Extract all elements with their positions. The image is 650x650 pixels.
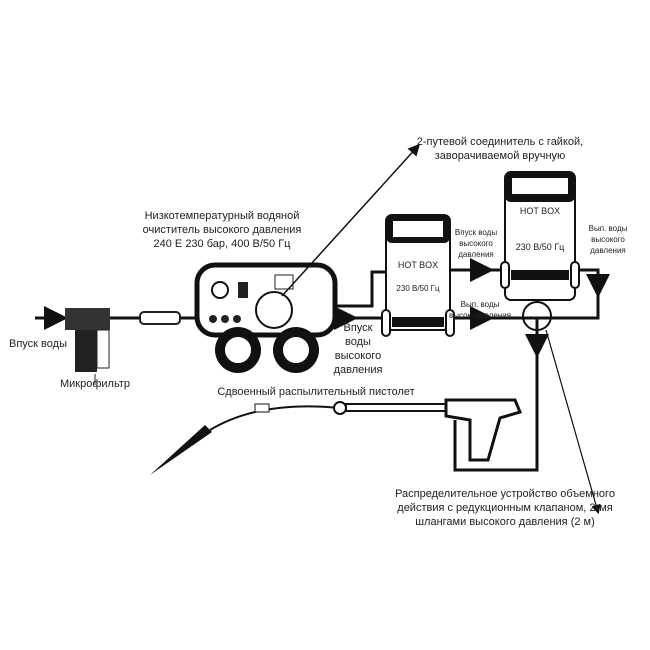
hotbox2-power: 230 В/50 Гц [515,242,565,252]
cleaner-label-2: очиститель высокого давления [142,224,302,236]
connector-label-2: заворачиваемой вручную [434,150,566,162]
hp-inlet-3: высокого [334,350,382,362]
spray-gun-label: Сдвоенный распылительный пистолет [217,386,415,398]
hotbox-1 [381,214,455,337]
cleaner-label-3: 240 Е 230 бар, 400 В/50 Гц [153,238,291,250]
hp-inlet-2: воды [345,336,371,348]
microfilter [65,308,110,385]
hp-outlet-right-3: давления [590,246,626,255]
hotbox2-name: HOT BOX [519,206,561,216]
hp-inlet-small-1: Впуск воды [454,228,498,237]
hp-outlet-right-2: высокого [591,235,625,244]
cleaner-label-1: Низкотемпературный водяной [144,210,300,222]
distributor-pointer [545,329,601,515]
connector-pointer [281,143,421,297]
hp-inlet-4: давления [333,364,383,376]
hp-outlet-mid-1: Вып. воды [460,300,500,309]
hotbox-2 [500,171,580,301]
distributor-label-2: действия с редукционным клапаном, 2-мя [397,502,613,514]
distributor-valve [522,301,552,331]
cleaner-machine [194,262,338,373]
hp-outlet-right-1: Вып. воды [588,224,628,233]
microfilter-label: Микрофильтр [60,378,130,390]
hp-inlet-1: Впуск [343,322,373,334]
hose-segment [139,311,181,325]
hp-inlet-small-2: высокого [459,239,493,248]
hp-outlet-mid-2: высок. давления [448,311,512,320]
hotbox1-name: HOT BOX [397,260,439,270]
hp-inlet-small-3: давления [458,250,494,259]
spray-gun [150,398,523,475]
water-inlet-label: Впуск воды [9,338,67,350]
hotbox1-power: 230 В/50 Гц [396,284,440,293]
distributor-label-3: шлангами высокого давления (2 м) [415,516,595,528]
connector-label-1: 2-путевой соединитель с гайкой, [416,136,584,148]
distributor-label-1: Распределительное устройство объемного [395,488,615,500]
